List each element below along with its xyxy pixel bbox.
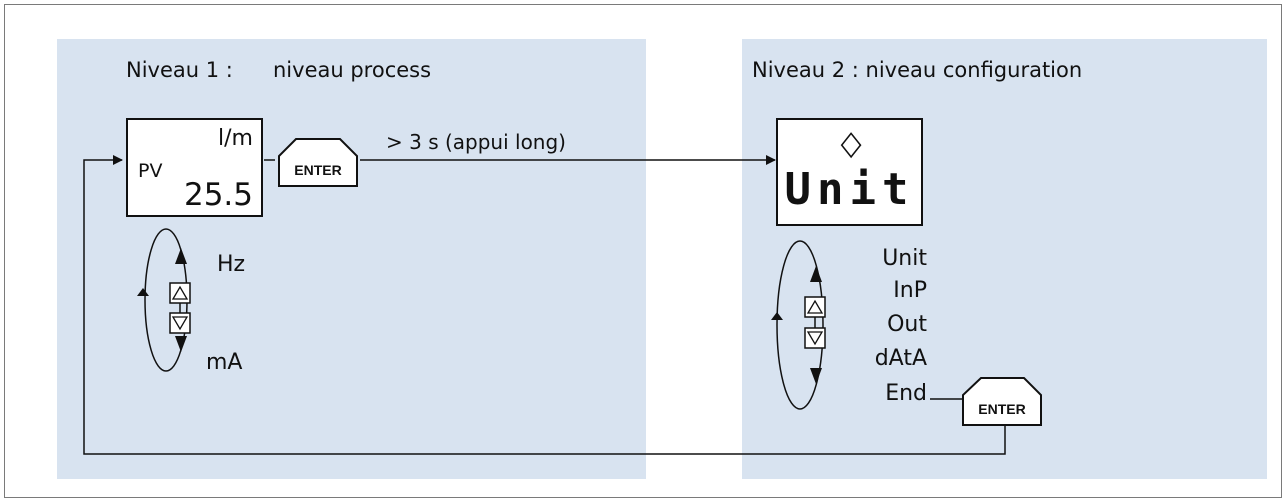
level2-title: Niveau 2 : niveau configuration <box>752 58 1083 82</box>
enter-key-level1[interactable]: ENTER <box>278 138 358 187</box>
display-diamond-icon: ◇ <box>840 123 862 163</box>
cycle-arrow-icon-level2 <box>771 240 824 410</box>
display-segment-text: Unit <box>784 164 915 215</box>
display-unit: l/m <box>218 126 253 151</box>
menu-item-end: End <box>885 381 927 406</box>
enter-key-level2[interactable]: ENTER <box>962 377 1042 426</box>
arrow-up-key-icon-level2[interactable] <box>804 296 826 318</box>
level1-title-label: Niveau 1 : <box>126 58 233 82</box>
process-display: l/m PV 25.5 <box>126 118 263 217</box>
cycle-label-ma: mA <box>206 350 243 375</box>
cycle-label-hz: Hz <box>217 252 246 277</box>
display-value: 25.5 <box>183 177 253 213</box>
level1-panel <box>57 39 646 479</box>
menu-item-unit: Unit <box>882 246 927 271</box>
level1-title-name: niveau process <box>273 58 432 82</box>
enter-key-level2-label: ENTER <box>978 401 1025 417</box>
menu-item-data: dAtA <box>874 346 927 371</box>
arrow-down-key-icon[interactable] <box>169 312 191 334</box>
return-loop-line <box>83 155 1006 455</box>
transition-note: > 3 s (appui long) <box>386 130 566 154</box>
arrow-up-key-icon[interactable] <box>169 282 191 304</box>
enter-key-level1-label: ENTER <box>294 162 341 178</box>
display-tag: PV <box>138 160 163 182</box>
menu-item-out: Out <box>887 312 927 337</box>
menu-item-inp: InP <box>893 278 927 303</box>
config-display: ◇ Unit <box>776 118 923 226</box>
arrow-down-key-icon-level2[interactable] <box>804 327 826 349</box>
